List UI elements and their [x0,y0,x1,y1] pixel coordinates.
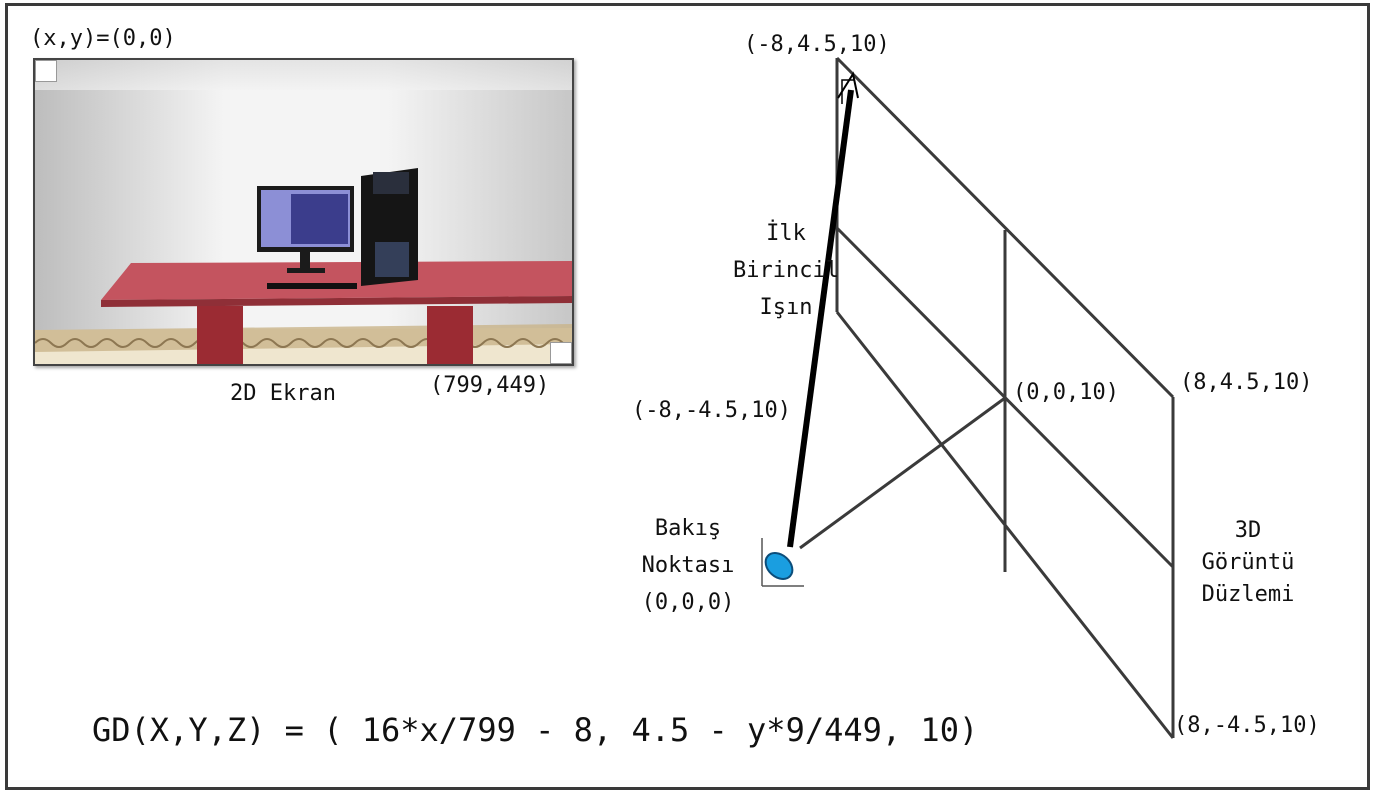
screen-caption: 2D Ekran [230,381,336,406]
pc-panel [375,242,409,277]
monitor-base [287,268,325,273]
origin-coordinate-label: (x,y)=(0,0) [30,26,176,51]
viewpoint-label: Bakış Noktası (0,0,0) [641,516,735,615]
center-ray [799,396,1006,550]
outer-frame [5,3,1370,790]
end-pixel-marker [550,342,572,364]
plane-top-left-label: (-8,4.5,10) [744,32,890,57]
desk-top [101,261,572,300]
desk-edge [101,296,572,307]
plane-top-right-label: (8,4.5,10) [1180,370,1313,395]
desk-leg-left [197,306,243,364]
pc-lights [373,172,409,194]
plane-top-edge [835,56,1175,399]
ceiling [35,60,572,90]
end-coordinate-label: (799,449) [430,373,550,398]
carpet-pattern [35,338,572,348]
plane-label: 3D Görüntü Düzlemi [1201,518,1295,607]
mapping-formula: GD(X,Y,Z) = ( 16*x/799 - 8, 4.5 - y*9/44… [92,711,979,749]
keyboard [267,283,357,289]
primary-ray [787,89,854,548]
plane-bottom-left-label: (-8,-4.5,10) [632,398,791,423]
primary-ray-label: İlk Birincil Işın [733,221,839,320]
plane-bottom-right-label: (8,-4.5,10) [1174,713,1320,738]
ray-arrow-head [837,71,859,99]
origin-pixel-marker [35,60,57,82]
ray-arrow-bracket [841,79,855,104]
monitor-stand [300,252,310,270]
eye-icon [764,552,794,580]
monitor-wallpaper [291,194,348,244]
plane-center-label: (0,0,10) [1013,380,1119,405]
plane-horizontal-midline [835,226,1175,569]
2d-screen-image [33,58,574,366]
room-scene [35,60,572,364]
desk-leg-right [427,306,473,364]
